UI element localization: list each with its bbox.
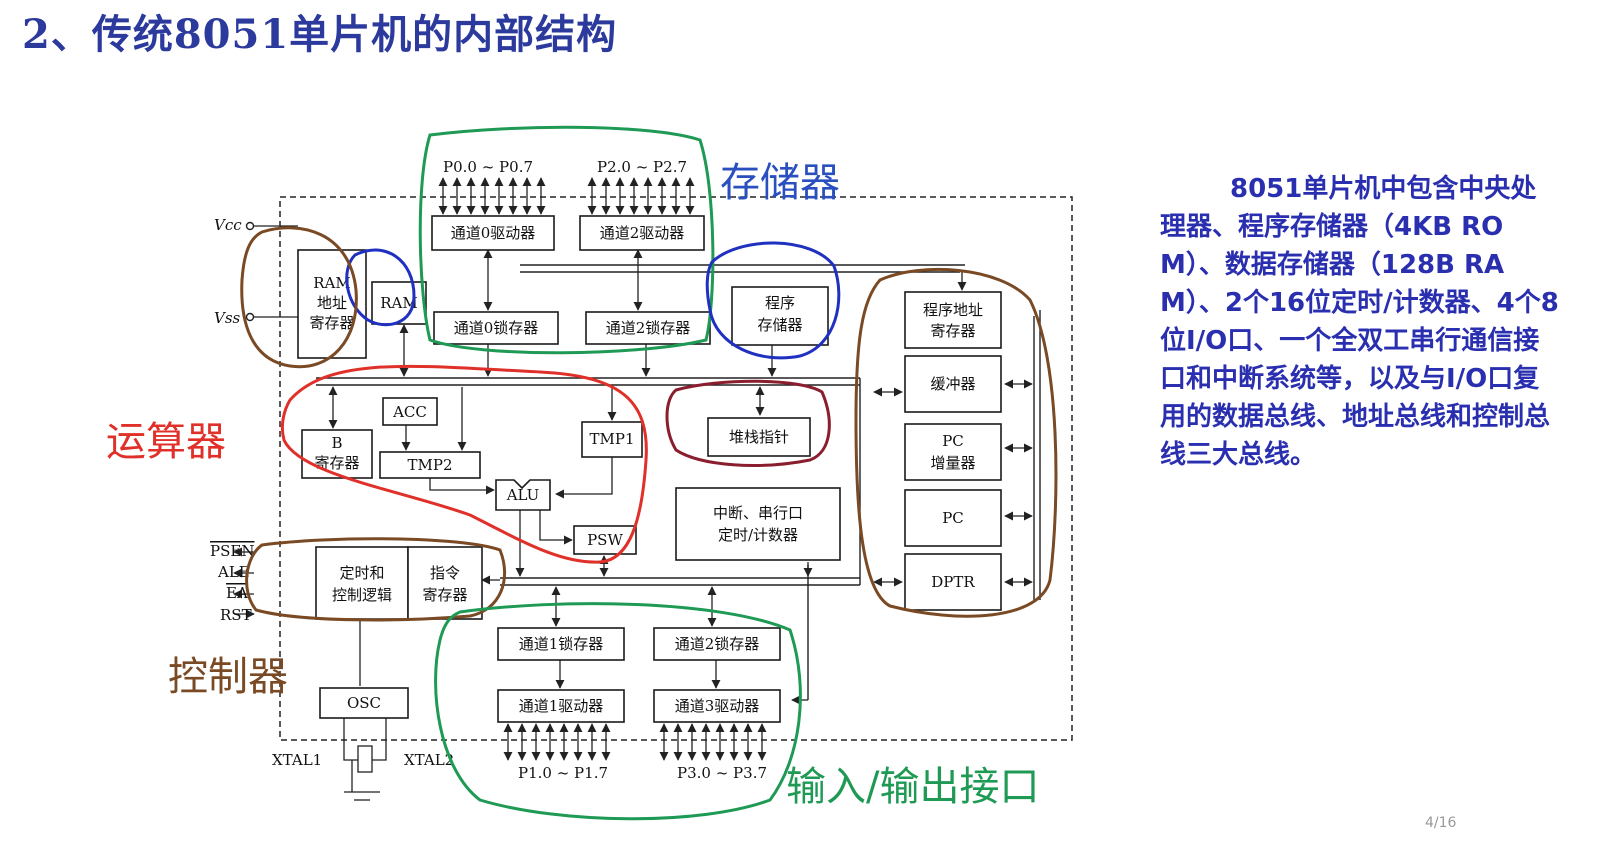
data-flow-arrows: [233, 225, 1033, 801]
b-register-line1: B: [331, 434, 342, 452]
port-p0-label: P0.0 ~ P0.7: [443, 158, 533, 176]
interrupt-line2: 定时/计数器: [718, 526, 798, 544]
ch3-driver-box: [653, 689, 781, 723]
storage-circle-blue-ram: [345, 248, 416, 327]
acc-label: ACC: [392, 403, 427, 421]
ch0-driver-label: 通道0驱动器: [451, 224, 536, 242]
ch2b-latch-box: [653, 627, 781, 661]
alu-label: ALU: [506, 486, 540, 504]
io-circle-green: [434, 602, 802, 821]
controller-circle-brown-left: [240, 226, 358, 369]
port-p1-pins: [503, 723, 611, 761]
alu-box: [495, 479, 551, 511]
ram-label: RAM: [380, 294, 418, 312]
ch3-driver-label: 通道3驱动器: [675, 697, 760, 715]
timing-line2: 控制逻辑: [332, 586, 392, 604]
annotation-io: 输入/输出接口: [786, 764, 1039, 810]
stack-circle-darkred: [665, 379, 831, 467]
ch1-latch-label: 通道1锁存器: [519, 635, 604, 653]
pc-incrementer-box: [904, 423, 1002, 481]
tmp2-box: [379, 451, 481, 479]
port-p2-label: P2.0 ~ P2.7: [597, 158, 687, 176]
timing-line1: 定时和: [339, 564, 384, 582]
vss-label: Vss: [214, 309, 241, 327]
tmp1-box: [581, 421, 643, 458]
b-register-line2: 寄存器: [314, 454, 359, 472]
tmp1-label: TMP1: [590, 430, 635, 448]
ram-addr-line1: RAM: [313, 274, 351, 292]
stack-pointer-label: 堆栈指针: [729, 428, 789, 446]
psw-box: [573, 525, 637, 555]
program-memory-line1: 程序: [765, 294, 795, 312]
dptr-box: [904, 553, 1002, 611]
pc-inc-line2: 增量器: [930, 454, 975, 472]
ale-label: ALE: [217, 563, 250, 581]
vcc-pin: [245, 221, 255, 231]
alu-circle-red: [280, 364, 648, 564]
psw-label: PSW: [587, 531, 623, 549]
osc-box: [319, 687, 409, 719]
page-title: 2、传统8051单片机的内部结构: [22, 11, 618, 58]
interrupt-line1: 中断、串行口: [713, 504, 803, 522]
rst-label: RST: [220, 606, 252, 624]
ch1-latch-box: [497, 627, 625, 661]
port-p0-pins: [438, 177, 546, 215]
stack-pointer-box: [707, 417, 811, 457]
storage-circle-blue-rom: [705, 241, 841, 360]
controller-circle-brown-right: [854, 267, 1058, 618]
ch1-driver-label: 通道1驱动器: [519, 697, 604, 715]
crystal: [357, 745, 373, 773]
ch0-latch-label: 通道0锁存器: [454, 319, 539, 337]
interrupt-serial-timer-box: [675, 487, 841, 561]
ch2-driver-label: 通道2驱动器: [600, 224, 685, 242]
ir-line2: 寄存器: [422, 586, 467, 604]
description-text: 8051单片机中包含中央处理器、程序存储器（4KB ROM）、数据存储器（128…: [1160, 174, 1559, 470]
dptr-label: DPTR: [931, 573, 975, 591]
program-address-register-box: [904, 291, 1002, 349]
psen-label: PSEN: [210, 542, 254, 560]
tmp2-label: TMP2: [408, 456, 453, 474]
program-memory-line2: 存储器: [757, 316, 802, 334]
ch1-driver-box: [497, 689, 625, 723]
b-register-box: [301, 429, 373, 479]
osc-label: OSC: [347, 694, 381, 712]
ram-addr-line2: 地址: [317, 294, 347, 312]
buffer-label: 缓冲器: [930, 375, 975, 393]
annotation-storage: 存储器: [720, 160, 840, 206]
instruction-register-box: [407, 546, 483, 620]
page-number: 4/16: [1425, 815, 1457, 831]
port-p3-label: P3.0 ~ P3.7: [677, 764, 767, 782]
ram-address-register-box: [297, 249, 367, 359]
acc-box: [382, 397, 438, 426]
ram-box: [371, 281, 427, 325]
port-p2-pins: [587, 177, 695, 215]
8051-block-diagram: P0.0 ~ P0.7 P2.0 ~ P2.7 P1.0 ~ P1.7 P3.0…: [106, 125, 1073, 821]
xtal2-label: XTAL2: [404, 751, 454, 769]
pc-addr-line2: 寄存器: [930, 322, 975, 340]
annotation-controller: 控制器: [168, 654, 288, 700]
vcc-label: Vcc: [214, 216, 242, 234]
ch2b-latch-label: 通道2锁存器: [675, 635, 760, 653]
ir-line1: 指令: [430, 564, 460, 582]
port-p3-pins: [659, 723, 767, 761]
vss-pin: [245, 312, 255, 322]
port-p1-label: P1.0 ~ P1.7: [518, 764, 608, 782]
pc-inc-line1: PC: [942, 432, 964, 450]
pc-addr-line1: 程序地址: [923, 301, 983, 319]
ch0-driver-box: [431, 215, 555, 251]
annotation-alu: 运算器: [106, 419, 226, 465]
ea-label: EA: [226, 584, 248, 602]
pc-box: [904, 489, 1002, 547]
ch2-driver-box: [579, 215, 705, 251]
program-memory-box: [731, 286, 829, 346]
xtal1-label: XTAL1: [272, 751, 322, 769]
pc-label: PC: [942, 509, 964, 527]
ch2-latch-label: 通道2锁存器: [606, 319, 691, 337]
timing-control-logic-box: [315, 546, 409, 620]
ch0-latch-box: [433, 311, 559, 345]
storage-circle-green: [418, 125, 715, 355]
ram-addr-line3: 寄存器: [309, 314, 354, 332]
buffer-box: [904, 355, 1002, 413]
controller-circle-brown: [245, 537, 506, 622]
